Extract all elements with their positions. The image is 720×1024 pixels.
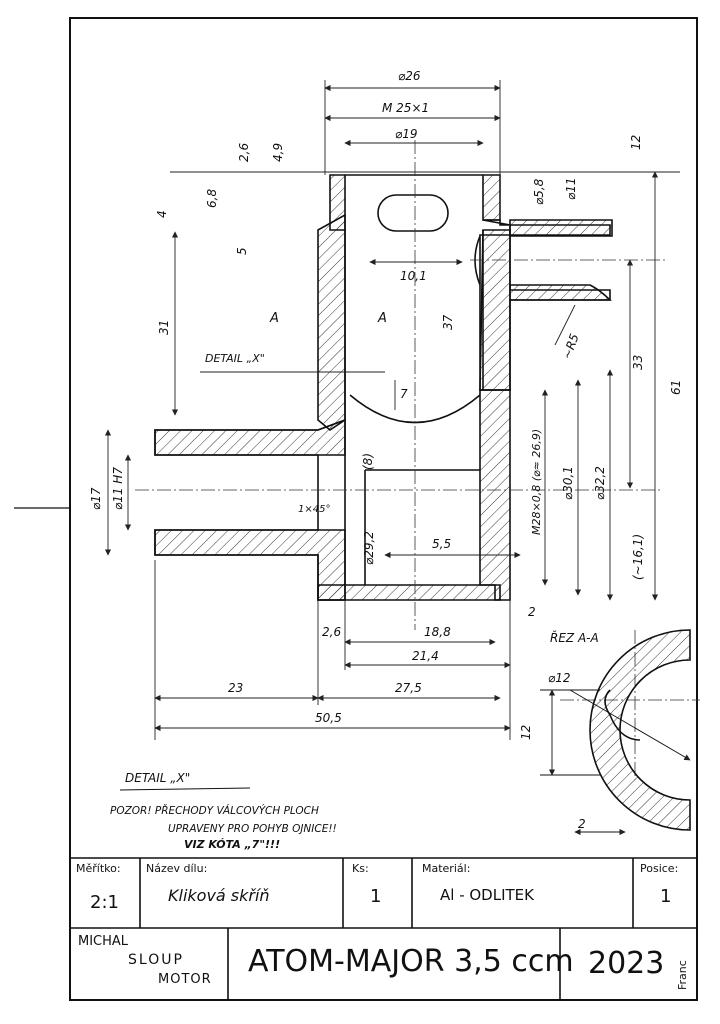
dim-37: 37: [441, 314, 455, 330]
drawing-border: [69, 17, 698, 1001]
dim-33: 33: [631, 355, 645, 370]
material-value: Al - ODLITEK: [440, 886, 534, 904]
signature: Franc: [676, 960, 689, 990]
side-spigot-top: [509, 219, 613, 237]
dim-12b: 12: [519, 725, 533, 740]
author-motor: MOTOR: [158, 972, 212, 987]
part-name-label: Název dílu:: [146, 862, 208, 875]
dim-4: 4: [155, 210, 169, 218]
dimension-lines: [104, 80, 680, 740]
drawing-year: 2023: [588, 946, 665, 981]
dim-d30-1: ⌀30,1: [561, 466, 575, 500]
dim-50-5: 50,5: [315, 711, 342, 725]
quantity-label: Ks:: [352, 862, 369, 875]
housing-right-wall: [479, 389, 511, 601]
dim-5-5: 5,5: [432, 537, 451, 551]
dim-2-6: 2,6: [237, 143, 251, 162]
dim-2b: 2: [578, 817, 586, 831]
dim-d11h7: ⌀11 H7: [111, 467, 125, 510]
dim-d12: ⌀12: [548, 671, 571, 685]
quantity-value: 1: [370, 886, 382, 907]
material-label: Materiál:: [422, 862, 471, 875]
dim-21-4: 21,4: [412, 649, 439, 663]
note-line-2: UPRAVENY PRO POHYB OJNICE!!: [168, 823, 337, 835]
author-first-name: MICHAL: [78, 934, 129, 949]
position-label: Posice:: [640, 862, 679, 875]
dim-23: 23: [228, 681, 243, 695]
right-wall-hatch: [479, 229, 511, 391]
bearing-hatch-bottom: [154, 529, 346, 601]
dim-2-6b: 2,6: [322, 625, 341, 639]
section-mark-a-left: A: [269, 311, 279, 326]
detail-x-label: DETAIL „X": [205, 352, 265, 365]
notes: DETAIL „X" POZOR! PŘECHODY VÁLCOVÝCH PLO…: [110, 771, 337, 851]
dim-d17: ⌀17: [89, 487, 103, 510]
dim-2: 2: [528, 605, 536, 619]
dim-5: 5: [235, 247, 249, 255]
dim-31: 31: [157, 320, 171, 335]
dim-d29-2: ⌀29,2: [362, 531, 376, 565]
neck-right-wall: [482, 174, 501, 221]
dim-m25: M 25×1: [382, 101, 429, 115]
part-name-value: Kliková skříň: [168, 886, 270, 905]
dim-18-8: 18,8: [424, 625, 451, 639]
note-line-3: VIZ KÓTA „7"!!!: [184, 838, 280, 851]
note-detail-title: DETAIL „X": [125, 771, 190, 785]
crankcase-section-view: [154, 174, 613, 601]
dim-7: 7: [400, 387, 408, 401]
title-block-grid: [70, 857, 697, 1000]
dim-4-9: 4,9: [271, 143, 285, 162]
dim-d11: ⌀11: [564, 178, 578, 201]
position-value: 1: [660, 886, 672, 907]
dim-27-5: 27,5: [395, 681, 422, 695]
section-aa-view: [540, 629, 691, 836]
side-spigot-bottom: [509, 284, 612, 301]
dimension-texts: ⌀26 M 25×1 ⌀19 2,6 4,9 12 4 6,8 5 ⌀5,8 ⌀…: [89, 69, 683, 831]
housing-bottom-plate: [317, 584, 501, 601]
dim-d5-8: ⌀5,8: [532, 178, 546, 205]
dim-61: 61: [669, 380, 683, 395]
body-left-wall: [317, 213, 346, 431]
project-title: ATOM-MAJOR 3,5 ccm: [248, 944, 574, 979]
dim-8: (8): [361, 453, 375, 470]
author-last-name: SLOUP: [128, 952, 184, 968]
bearing-hatch-top: [154, 418, 346, 456]
dim-approx16: (~16,1): [631, 534, 645, 580]
dim-d32-2: ⌀32,2: [593, 466, 607, 500]
dim-m28: M28×0,8 (⌀≈ 26,9): [530, 429, 543, 535]
dim-d26: ⌀26: [398, 69, 421, 83]
dim-10-1: 10,1: [400, 269, 427, 283]
section-mark-a-right: A: [377, 311, 387, 326]
dim-d19: ⌀19: [395, 127, 418, 141]
dim-r5: ~R5: [560, 332, 582, 361]
scale-label: Měřítko:: [76, 862, 121, 875]
note-line-1: POZOR! PŘECHODY VÁLCOVÝCH PLOCH: [110, 804, 319, 817]
dim-chamfer: 1×45°: [298, 504, 330, 515]
dim-6-8: 6,8: [205, 189, 219, 208]
scale-value: 2:1: [90, 892, 119, 913]
transfer-port: [377, 194, 449, 232]
section-aa-title: ŘEZ A-A: [550, 630, 599, 645]
dim-12: 12: [629, 135, 643, 150]
